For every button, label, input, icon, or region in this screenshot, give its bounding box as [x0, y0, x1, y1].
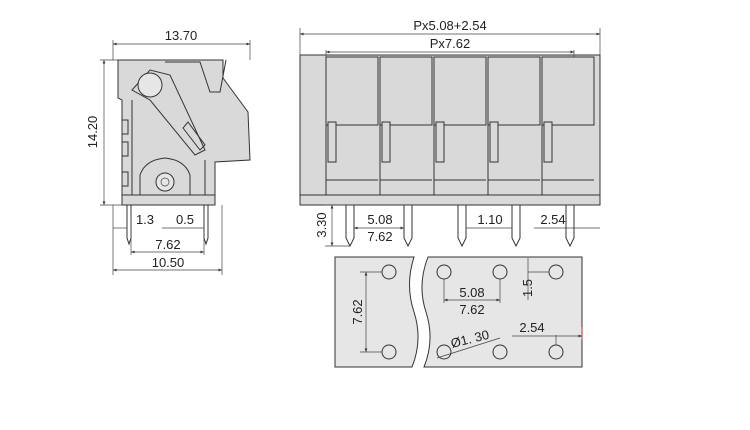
label-pcb-edge-offset: 2.54 — [519, 320, 544, 335]
side-body — [117, 59, 251, 206]
label-vertical-offset: 1.5 — [520, 279, 535, 297]
front-view: Px5.08+2.54 Px7.62 3.30 5.08 7.62 1.10 2… — [299, 18, 601, 248]
pcb-hole — [492, 344, 508, 360]
front-body — [299, 54, 601, 206]
label-pin-pitch: 7.62 — [155, 237, 180, 252]
side-wire-clamp — [182, 121, 206, 151]
pcb-hole — [548, 344, 564, 360]
side-screw-inner — [160, 177, 170, 187]
label-height: 14.20 — [85, 116, 100, 149]
pcb-hole — [436, 344, 452, 360]
side-view: 13.70 14.20 1.3 0.5 7.62 10.50 — [85, 28, 251, 275]
pcb-right-section — [421, 256, 583, 368]
label-front-pitch-a: 5.08 — [367, 212, 392, 227]
label-pcb-pitch-b: 7.62 — [459, 302, 484, 317]
pcb-left-section — [334, 256, 419, 368]
pcb-hole — [548, 264, 564, 280]
side-foot — [121, 194, 216, 206]
label-edge-offset: 2.54 — [540, 212, 565, 227]
label-pin-offset: 1.3 — [136, 212, 154, 227]
label-pin-width: 0.5 — [176, 212, 194, 227]
pcb-hole — [381, 344, 397, 360]
front-modules — [325, 56, 595, 205]
label-overall-a: Px5.08+2.54 — [413, 18, 486, 33]
label-width-bottom: 10.50 — [152, 255, 185, 270]
label-row-spacing: 7.62 — [350, 299, 365, 324]
side-tab-1 — [121, 119, 129, 135]
pcb-hole — [381, 264, 397, 280]
leader-hole-diameter — [436, 337, 501, 359]
side-cam — [131, 69, 206, 156]
label-pin-thickness: 1.10 — [477, 212, 502, 227]
side-tab-3 — [121, 171, 129, 187]
label-pin-length: 3.30 — [314, 212, 329, 237]
pcb-hole — [436, 264, 452, 280]
side-lever — [165, 59, 227, 93]
front-base — [299, 194, 601, 206]
label-width-top: 13.70 — [165, 28, 198, 43]
side-screw-seat — [139, 157, 191, 195]
side-screw-hole — [155, 172, 175, 192]
label-front-pitch-b: 7.62 — [367, 229, 392, 244]
side-tab-2 — [121, 141, 129, 157]
label-overall-b: Px7.62 — [430, 36, 470, 51]
side-cam-pivot — [137, 72, 163, 98]
side-pin-right — [203, 205, 209, 246]
pcb-layout: 7.62 5.08 7.62 1.5 Ø1. 30 2.54 — [334, 256, 583, 368]
label-pcb-pitch-a: 5.08 — [459, 285, 484, 300]
pcb-hole — [492, 264, 508, 280]
side-pin-left — [126, 205, 132, 246]
